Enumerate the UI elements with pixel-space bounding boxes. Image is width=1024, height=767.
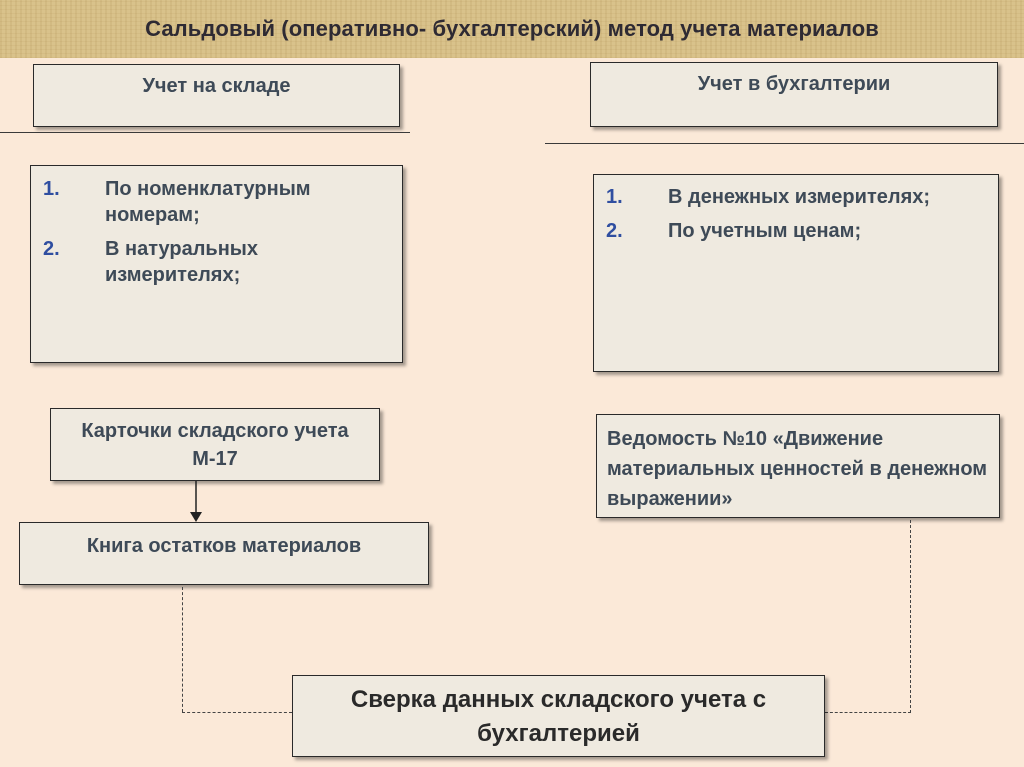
list-number: 2. bbox=[43, 238, 60, 260]
right-dashed-connector bbox=[910, 520, 911, 713]
balances-book-box: Книга остатков материалов bbox=[19, 522, 429, 585]
list-item: 1. В денежных измерителях; bbox=[606, 184, 984, 210]
left-dashed-connector-horizontal bbox=[182, 712, 292, 713]
bookkeeping-criteria-box: 1. В денежных измерителях; 2. По учетным… bbox=[593, 174, 999, 372]
bookkeeping-criteria-list: 1. В денежных измерителях; 2. По учетным… bbox=[606, 184, 984, 244]
right-dashed-connector-horizontal bbox=[825, 712, 911, 713]
list-number: 1. bbox=[606, 186, 623, 208]
warehouse-criteria-box: 1. По номенклатурным номерам; 2. В натур… bbox=[30, 165, 403, 363]
list-item: 1. По номенклатурным номерам; bbox=[43, 176, 388, 228]
list-item: 2. По учетным ценам; bbox=[606, 218, 984, 244]
balances-book-label: Книга остатков материалов bbox=[86, 535, 362, 557]
statement-10-label: Ведомость №10 «Движение материальных цен… bbox=[607, 428, 988, 510]
title-band: Сальдовый (оперативно- бухгалтерский) ме… bbox=[0, 0, 1024, 58]
stock-cards-box: Карточки складского учета М-17 bbox=[50, 408, 380, 481]
list-text: По номенклатурным номерам; bbox=[105, 178, 311, 226]
list-text: По учетным ценам; bbox=[668, 220, 862, 242]
list-item: 2. В натуральных измерителях; bbox=[43, 236, 388, 288]
bookkeeping-accounting-heading: Учет в бухгалтерии bbox=[697, 73, 891, 95]
warehouse-accounting-box: Учет на складе bbox=[33, 64, 400, 127]
list-number: 2. bbox=[606, 220, 623, 242]
bookkeeping-accounting-box: Учет в бухгалтерии bbox=[590, 62, 998, 127]
reconciliation-label: Сверка данных складского учета с бухгалт… bbox=[350, 686, 767, 747]
list-text: В денежных измерителях; bbox=[668, 186, 931, 208]
stock-cards-label: Карточки складского учета М-17 bbox=[81, 420, 349, 470]
slide-title: Сальдовый (оперативно- бухгалтерский) ме… bbox=[145, 16, 879, 41]
statement-10-box: Ведомость №10 «Движение материальных цен… bbox=[596, 414, 1000, 518]
right-divider-line bbox=[545, 143, 1024, 144]
cards-to-book-arrow bbox=[190, 481, 202, 522]
list-number: 1. bbox=[43, 178, 60, 200]
reconciliation-box: Сверка данных складского учета с бухгалт… bbox=[292, 675, 825, 757]
left-dashed-connector bbox=[182, 587, 183, 712]
left-divider-line bbox=[0, 132, 410, 133]
warehouse-criteria-list: 1. По номенклатурным номерам; 2. В натур… bbox=[43, 176, 388, 288]
warehouse-accounting-heading: Учет на складе bbox=[142, 75, 291, 97]
list-text: В натуральных измерителях; bbox=[105, 238, 258, 286]
